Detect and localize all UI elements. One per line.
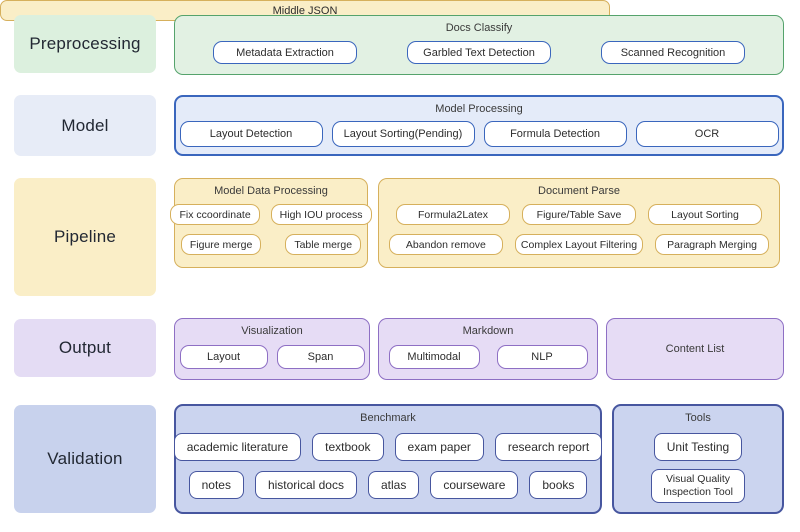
group-title-markdown: Markdown xyxy=(462,325,514,337)
box-ocr: OCR xyxy=(635,121,779,147)
group-document-parse: Document Parse Formula2Latex Figure/Tabl… xyxy=(378,178,780,268)
box-layout-sorting-pending: Layout Sorting(Pending) xyxy=(331,121,475,147)
box-academic-literature: academic literature xyxy=(173,433,302,461)
box-span: Span xyxy=(276,345,365,369)
box-books: books xyxy=(529,471,588,499)
box-unit-testing: Unit Testing xyxy=(653,433,743,461)
stage-label-pipeline: Pipeline xyxy=(14,178,156,296)
box-textbook: textbook xyxy=(312,433,384,461)
group-markdown: Markdown Multimodal NLP xyxy=(378,318,598,380)
box-figure-table-save: Figure/Table Save xyxy=(522,204,636,225)
box-scanned-recognition: Scanned Recognition xyxy=(601,41,745,64)
group-visualization: Visualization Layout Span xyxy=(174,318,370,380)
box-fix-ccoordinate: Fix ccoordinate xyxy=(170,204,260,225)
box-table-merge: Table merge xyxy=(285,234,362,255)
group-tools: Tools Unit Testing Visual Quality Inspec… xyxy=(612,404,784,514)
group-content-list: Content List xyxy=(606,318,784,380)
box-high-iou-process: High IOU process xyxy=(270,204,372,225)
box-notes: notes xyxy=(188,471,244,499)
box-research-report: research report xyxy=(494,433,603,461)
box-row: notes historical docs atlas courseware b… xyxy=(176,471,600,499)
box-row: Visual Quality Inspection Tool xyxy=(614,469,782,503)
box-row: Abandon remove Complex Layout Filtering … xyxy=(379,234,779,255)
group-title-tools: Tools xyxy=(685,412,711,424)
box-row: Formula2Latex Figure/Table Save Layout S… xyxy=(379,204,779,225)
box-multimodal: Multimodal xyxy=(388,345,480,369)
stage-label-output: Output xyxy=(14,319,156,377)
stage-label-preprocessing: Preprocessing xyxy=(14,15,156,73)
box-historical-docs: historical docs xyxy=(254,471,357,499)
box-layout-detection: Layout Detection xyxy=(179,121,323,147)
group-title-model-processing: Model Processing xyxy=(435,103,523,115)
box-courseware: courseware xyxy=(430,471,519,499)
box-abandon-remove: Abandon remove xyxy=(388,234,503,255)
box-row: Unit Testing xyxy=(614,433,782,461)
box-layout-sorting: Layout Sorting xyxy=(648,204,762,225)
box-layout: Layout xyxy=(179,345,268,369)
box-row: academic literature textbook exam paper … xyxy=(173,433,603,461)
box-atlas: atlas xyxy=(367,471,420,499)
group-title-model-data-processing: Model Data Processing xyxy=(214,185,328,197)
group-title-content-list: Content List xyxy=(665,343,725,355)
box-figure-merge: Figure merge xyxy=(180,234,262,255)
group-model-data-processing: Model Data Processing Fix ccoordinate Hi… xyxy=(170,178,372,268)
box-formula-detection: Formula Detection xyxy=(483,121,627,147)
box-nlp: NLP xyxy=(496,345,588,369)
box-row: Figure merge Table merge xyxy=(175,234,367,255)
box-garbled-text-detection: Garbled Text Detection xyxy=(407,41,551,64)
box-complex-layout-filtering: Complex Layout Filtering xyxy=(514,234,644,255)
group-title-benchmark: Benchmark xyxy=(360,412,416,424)
box-visual-quality-inspection-tool: Visual Quality Inspection Tool xyxy=(651,469,745,503)
box-row: Layout Span xyxy=(175,345,369,369)
box-row: Metadata Extraction Garbled Text Detecti… xyxy=(175,41,783,64)
group-model-processing: Model Processing Layout Detection Layout… xyxy=(174,95,784,156)
stage-label-validation: Validation xyxy=(14,405,156,513)
box-row: Multimodal NLP xyxy=(379,345,597,369)
group-title-visualization: Visualization xyxy=(241,325,303,337)
box-paragraph-merging: Paragraph Merging xyxy=(655,234,770,255)
stage-label-model: Model xyxy=(14,95,156,156)
group-title-docs-classify: Docs Classify xyxy=(445,22,513,34)
box-formula2latex: Formula2Latex xyxy=(396,204,510,225)
group-docs-classify: Docs Classify Metadata Extraction Garble… xyxy=(174,15,784,75)
box-row: Fix ccoordinate High IOU process xyxy=(170,204,372,225)
box-exam-paper: exam paper xyxy=(394,433,484,461)
group-title-document-parse: Document Parse xyxy=(538,185,620,197)
group-benchmark: Benchmark academic literature textbook e… xyxy=(173,404,603,514)
box-metadata-extraction: Metadata Extraction xyxy=(213,41,357,64)
box-row: Layout Detection Layout Sorting(Pending)… xyxy=(176,121,782,147)
